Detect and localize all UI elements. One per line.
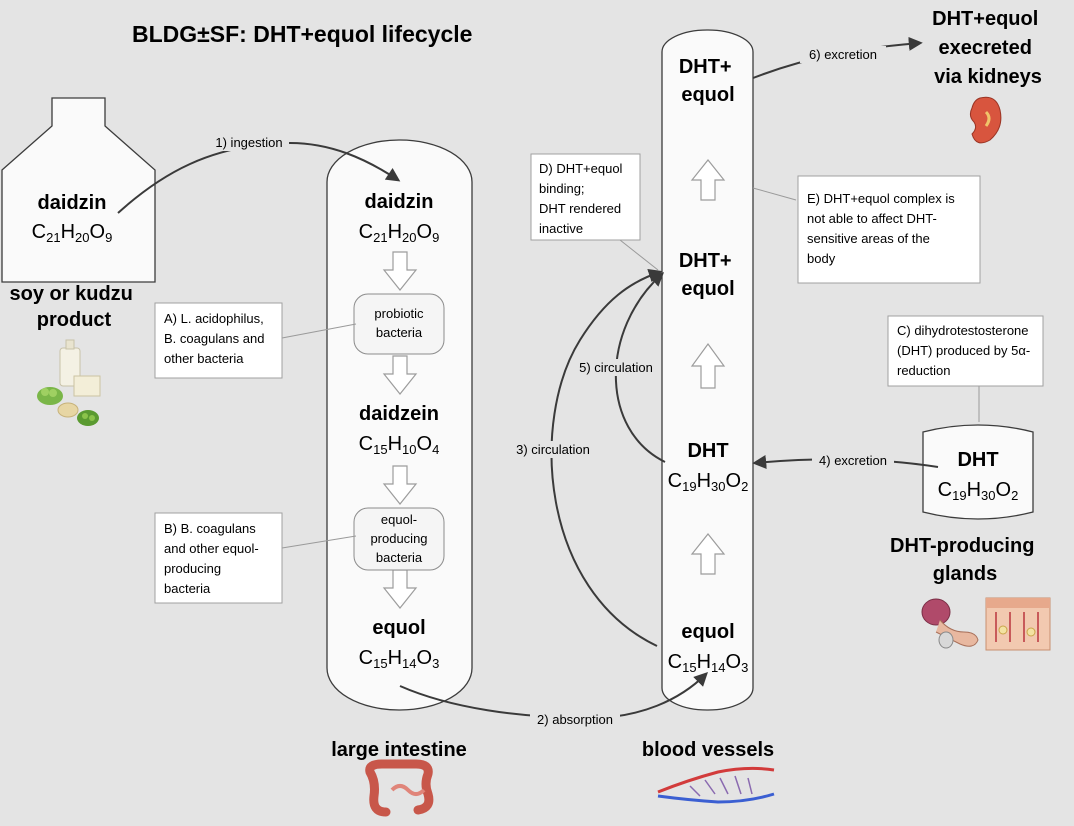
svg-text:2) absorption: 2) absorption [537, 712, 613, 727]
intestine-icon [365, 759, 434, 817]
svg-text:C21H20O9: C21H20O9 [359, 221, 440, 245]
svg-text:3) circulation: 3) circulation [516, 442, 590, 457]
svg-text:4) excretion: 4) excretion [819, 453, 887, 468]
excretion-4-label: 4) excretion [812, 452, 894, 469]
note-a-leader [281, 323, 357, 339]
intestine-stage-equol: equol C15H14O3 [359, 617, 440, 671]
glands-label: DHT-producing glands [890, 535, 1040, 585]
svg-text:DHT: DHT [687, 440, 728, 462]
intestine-label: large intestine [331, 739, 467, 761]
vessel-stage-dht-equol-top: DHT+ equol [679, 56, 737, 106]
vessels-label: blood vessels [642, 739, 774, 761]
svg-text:6) excretion: 6) excretion [809, 47, 877, 62]
svg-text:1) ingestion: 1) ingestion [215, 135, 282, 150]
ingestion-label: 1) ingestion [209, 134, 289, 151]
svg-text:bacteria: bacteria [376, 550, 423, 565]
svg-text:C) dihydrotestosterone(DHT) pr: C) dihydrotestosterone(DHT) produced by … [897, 323, 1030, 378]
intestine-stage-daidzin: daidzin C21H20O9 [359, 191, 440, 245]
svg-text:C19H30O2: C19H30O2 [668, 470, 749, 494]
circulation-3-arrow [550, 268, 663, 647]
down-arrow-icon [382, 251, 418, 291]
kidney-icon [969, 96, 1002, 144]
svg-text:C15H14O3: C15H14O3 [668, 651, 749, 675]
absorption-label: 2) absorption [530, 711, 620, 728]
circulation-5-arrow [614, 272, 666, 463]
up-arrow-icon [690, 159, 726, 201]
gland-container: DHT C19H30O2 [922, 424, 1034, 520]
svg-text:C15H14O3: C15H14O3 [359, 647, 440, 671]
blood-vessels-icon [657, 766, 775, 804]
product-label: soy or kudzu product [10, 283, 139, 331]
down-arrow-icon [382, 465, 418, 505]
probiotic-bacteria-pill: probiotic bacteria [353, 293, 445, 355]
up-arrow-icon [690, 342, 726, 389]
svg-text:daidzein: daidzein [359, 403, 439, 425]
svg-text:A) L. acidophilus,B. coagulans: A) L. acidophilus,B. coagulans andother … [164, 311, 264, 366]
down-arrow-icon [382, 569, 418, 609]
product-compound-name: daidzin [38, 192, 107, 214]
diagram-title: BLDG±SF: DHT+equol lifecycle [132, 21, 472, 47]
svg-text:C19H30O2: C19H30O2 [938, 479, 1019, 503]
svg-text:bacteria: bacteria [376, 325, 423, 340]
svg-text:equol: equol [681, 621, 734, 643]
svg-text:C15H10O4: C15H10O4 [359, 433, 440, 457]
excretion-6-label: 6) excretion [800, 46, 886, 63]
svg-text:equol: equol [372, 617, 425, 639]
vessel-stage-dht-equol-bound: DHT+ equol [679, 250, 737, 300]
up-arrow-icon [690, 533, 726, 575]
vessel-stage-equol: equol C15H14O3 [668, 621, 749, 675]
svg-text:probiotic: probiotic [374, 306, 424, 321]
glands-icon [921, 597, 1051, 651]
equol-producing-bacteria-pill: equol- producing bacteria [353, 507, 445, 571]
circulation-3-label: 3) circulation [508, 441, 598, 458]
intestine-stage-daidzein: daidzein C15H10O4 [359, 403, 440, 457]
svg-text:equol-: equol- [381, 512, 417, 527]
note-d-leader [619, 239, 659, 271]
circulation-5-label: 5) circulation [571, 359, 661, 376]
soy-products-icon [37, 339, 101, 426]
product-compound-formula: C21H20O9 [32, 221, 113, 245]
down-arrow-icon [382, 355, 418, 395]
svg-text:DHT: DHT [957, 449, 998, 471]
note-e-leader [752, 187, 797, 201]
note-c: C) dihydrotestosterone(DHT) produced by … [887, 315, 1044, 387]
vessel-stage-dht: DHT C19H30O2 [668, 440, 749, 494]
svg-text:producing: producing [370, 531, 427, 546]
product-container: daidzin C21H20O9 [1, 97, 156, 283]
excreted-label: DHT+equol execreted via kidneys [932, 8, 1044, 88]
svg-text:5) circulation: 5) circulation [579, 360, 653, 375]
note-b-leader [281, 535, 357, 549]
svg-text:daidzin: daidzin [365, 191, 434, 213]
